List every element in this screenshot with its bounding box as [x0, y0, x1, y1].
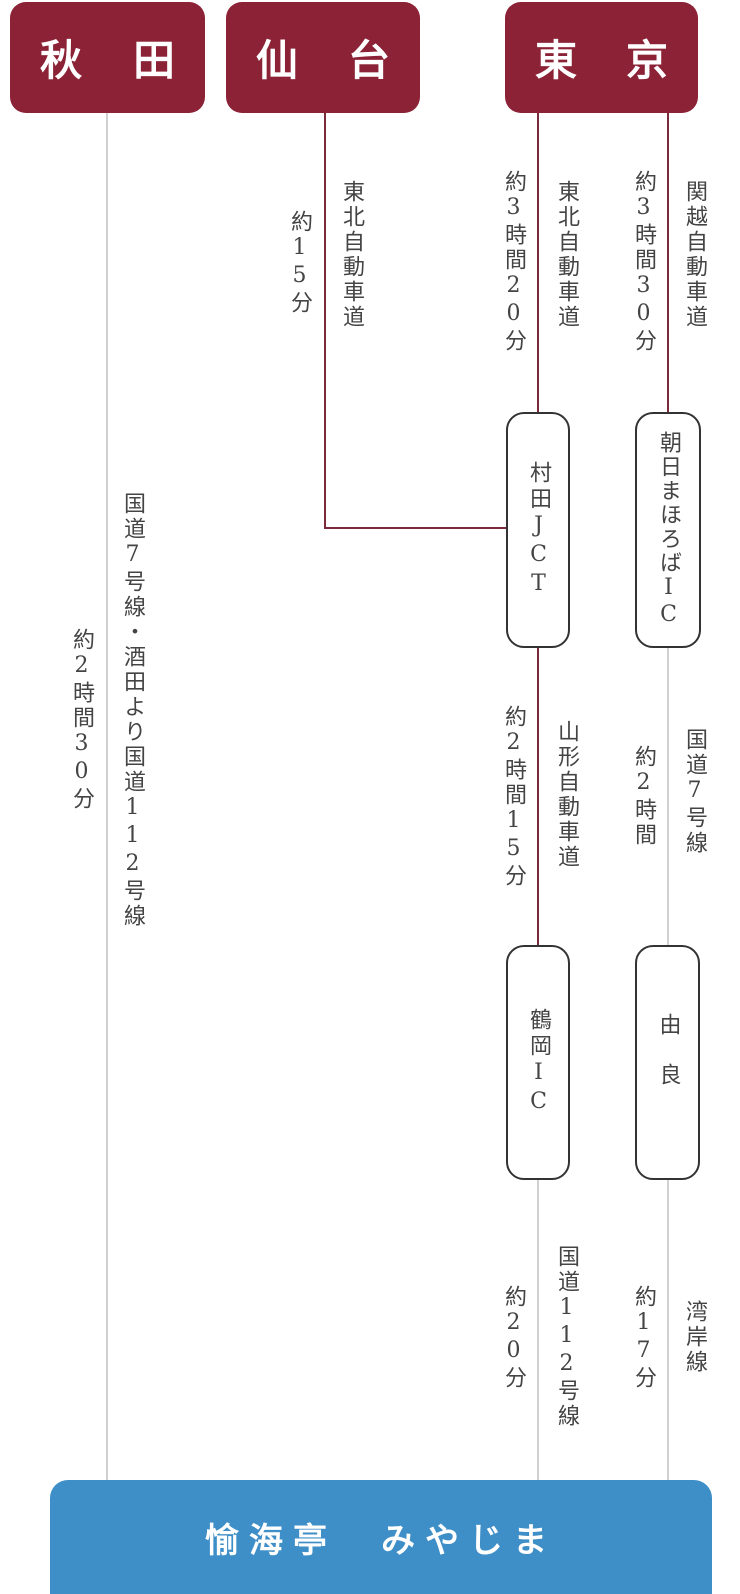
origin-akita: 秋 田 — [10, 2, 205, 113]
route-yamagata-time: 約2時間15分 — [501, 705, 526, 889]
route-tokyo-tohoku-road: 東北自動車道 — [554, 180, 579, 330]
route-line-wangan — [667, 1180, 669, 1480]
route-line-sendai — [324, 113, 326, 529]
route-route7-road: 国道7号線 — [682, 728, 707, 856]
route-line-route112 — [537, 1180, 539, 1480]
route-line-route7 — [667, 648, 669, 945]
route-line-sendai-connector — [324, 527, 507, 529]
route-tokyo-kanetsu-time: 約3時間30分 — [631, 170, 656, 354]
destination-label: 愉海亭 みやじま — [205, 1520, 557, 1561]
route-line-tokyo-kanetsu — [667, 113, 669, 412]
route-akita-road: 国道7号線・酒田より国道112号線 — [120, 492, 145, 929]
route-wangan-time: 約17分 — [631, 1285, 656, 1391]
route-route112-time: 約20分 — [501, 1285, 526, 1391]
route-route7-time: 約2時間 — [631, 745, 656, 848]
origin-tokyo-char1: 東 — [535, 36, 578, 85]
route-sendai-road: 東北自動車道 — [339, 180, 364, 330]
node-yura-label: 由良 — [655, 1012, 681, 1113]
route-akita-time: 約2時間30分 — [69, 628, 94, 812]
node-murata-jct-label: 村田JCT — [526, 460, 551, 600]
origin-sendai-char1: 仙 — [256, 36, 299, 85]
route-tokyo-kanetsu-road: 関越自動車道 — [682, 180, 707, 330]
origin-akita-char1: 秋 — [40, 36, 83, 85]
origin-tokyo-char2: 京 — [625, 36, 668, 85]
origin-tokyo: 東 京 — [505, 2, 698, 113]
route-tokyo-tohoku-time: 約3時間20分 — [501, 170, 526, 354]
node-yura: 由良 — [635, 945, 700, 1180]
destination-box: 愉海亭 みやじま — [50, 1480, 712, 1594]
node-asahi-ic: 朝日まほろばIC — [635, 412, 701, 648]
node-asahi-ic-label: 朝日まほろばIC — [656, 431, 681, 629]
route-sendai-time: 約15分 — [287, 210, 312, 316]
route-line-yamagata — [537, 648, 539, 945]
origin-sendai: 仙 台 — [226, 2, 420, 113]
route-line-tokyo-tohoku — [537, 113, 539, 412]
route-wangan-road: 湾岸線 — [682, 1300, 707, 1375]
route-route112-road: 国道112号線 — [554, 1245, 579, 1429]
route-yamagata-road: 山形自動車道 — [554, 720, 579, 870]
node-tsuruoka-ic: 鶴岡IC — [506, 945, 570, 1180]
route-line-akita — [106, 113, 108, 1480]
origin-sendai-char2: 台 — [347, 36, 390, 85]
origin-akita-char2: 田 — [132, 36, 175, 85]
node-murata-jct: 村田JCT — [506, 412, 570, 648]
node-tsuruoka-ic-label: 鶴岡IC — [526, 1007, 551, 1118]
